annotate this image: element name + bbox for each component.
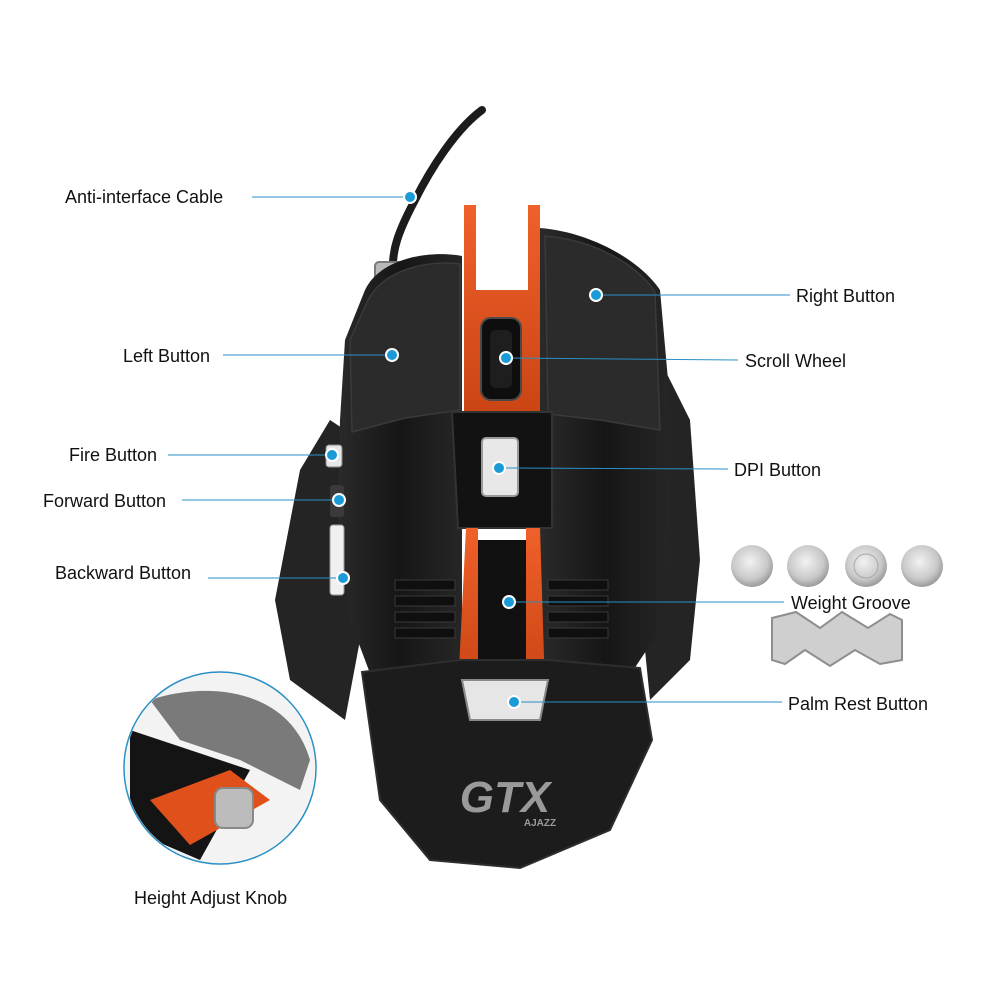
callout-dot [325,448,339,462]
weight-coin [787,545,829,587]
weight-tray [771,610,903,668]
callout-dot [385,348,399,362]
left-vents [394,579,456,639]
weight-coin [731,545,773,587]
label-backward-button: Backward Button [55,563,192,583]
label-scroll-wheel: Scroll Wheel [745,351,847,371]
weight-coin [845,545,887,587]
label-palm-rest-button: Palm Rest Button [788,694,929,714]
label-right-button: Right Button [796,286,896,306]
weight-coins [731,545,943,587]
callout-dot [492,461,506,475]
leader-line [505,357,739,361]
callout-dot [502,595,516,609]
label-anti-interface-cable: Anti-interface Cable [65,187,224,207]
right-button-shell [544,235,661,431]
logo-mark: GTX [460,773,553,822]
right-vents [547,579,609,639]
label-fire-button: Fire Button [69,445,158,465]
callout-dot [403,190,417,204]
label-dpi-button: DPI Button [734,460,822,480]
callout-dot [589,288,603,302]
callout-dot [507,695,521,709]
label-forward-button: Forward Button [43,491,167,511]
label-height-adjust-knob: Height Adjust Knob [134,888,288,908]
palm-rest [360,659,654,870]
weight-coin [901,545,943,587]
callout-dot [332,493,346,507]
logo-sub: AJAZZ [524,818,556,829]
callout-dot [499,351,513,365]
leader-line [498,467,729,470]
height-knob-inset [125,673,315,863]
label-weight-groove: Weight Groove [791,593,911,613]
label-left-button: Left Button [123,346,211,366]
palm-rest-button-shape [460,679,550,721]
left-button-shell [349,262,461,433]
callout-dot [336,571,350,585]
